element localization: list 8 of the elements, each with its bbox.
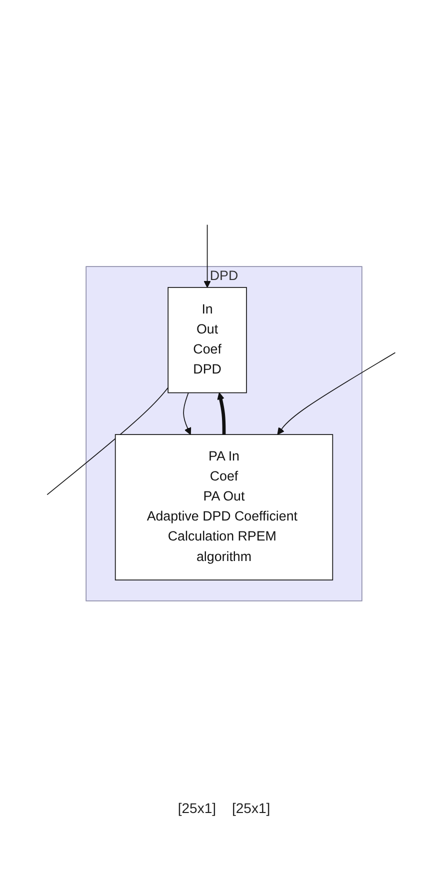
connector-arrow bbox=[277, 352, 396, 435]
connector-arrow bbox=[183, 392, 192, 435]
signal-dimension-label: [25x1] bbox=[232, 800, 270, 816]
connector-arrow bbox=[217, 392, 226, 434]
signal-dimension-label: [25x1] bbox=[178, 800, 216, 816]
connector-arrow bbox=[204, 224, 211, 288]
node-box: PA In Coef PA Out Adaptive DPD Coefficient Calculation RPEM algorithm bbox=[114, 434, 334, 580]
node-box: In Out Coef DPD bbox=[168, 286, 247, 393]
